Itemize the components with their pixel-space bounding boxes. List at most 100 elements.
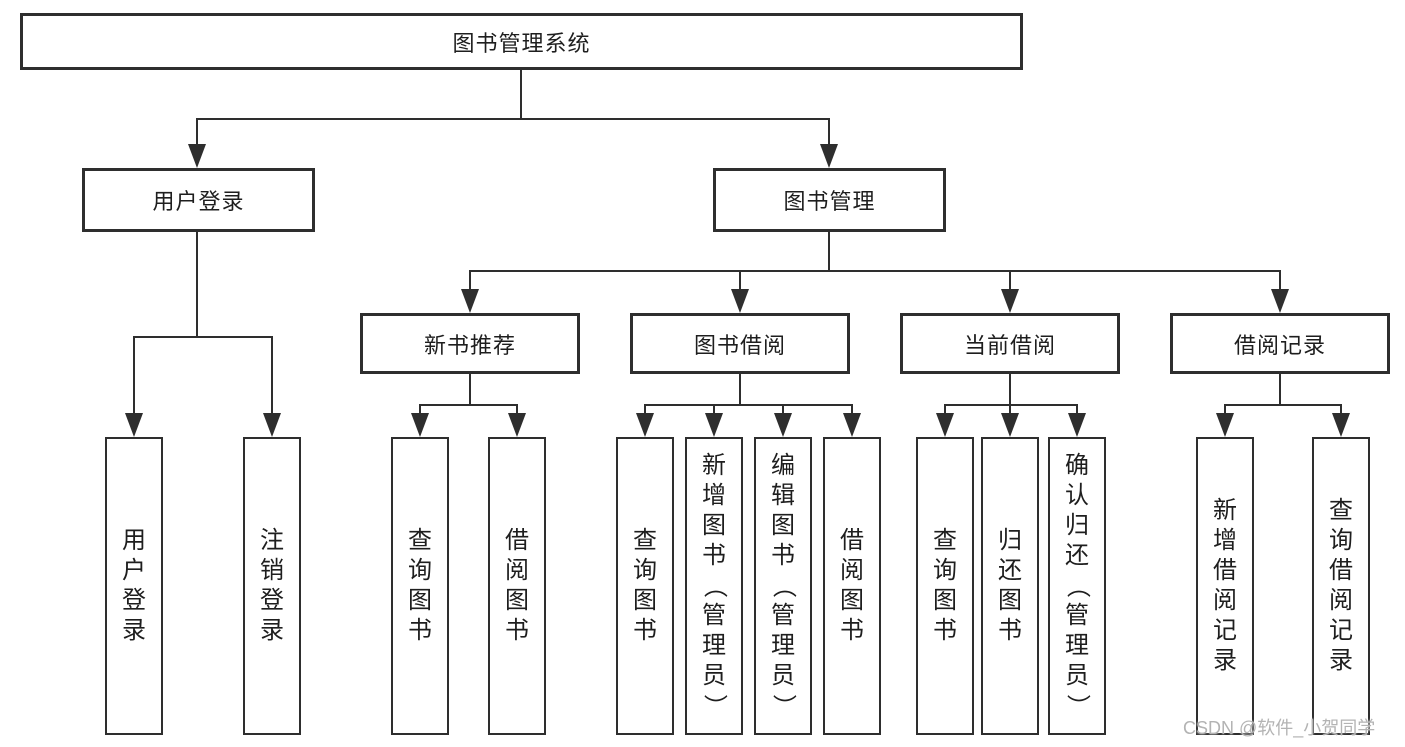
node-current-borrow-label: 当前借阅 <box>963 332 1056 358</box>
connector-line <box>520 69 522 120</box>
node-v-user-login: 用户登录 <box>105 437 163 735</box>
node-current-borrow: 当前借阅 <box>900 313 1120 374</box>
vertical-label-char: 书 <box>505 617 529 644</box>
vertical-label-char: 查 <box>408 527 432 554</box>
connector-line <box>739 270 741 292</box>
vertical-label-char: ） <box>1064 694 1091 718</box>
vertical-label-char: 记 <box>1213 617 1237 644</box>
vertical-label-char: 书 <box>633 617 657 644</box>
arrow-down-icon <box>731 289 749 313</box>
connector-line <box>944 404 946 416</box>
connector-line <box>469 270 1281 272</box>
vertical-label-char: 录 <box>1329 647 1353 674</box>
vertical-label-char: 销 <box>260 557 284 584</box>
vertical-label-char: 管 <box>702 602 726 629</box>
connector-line <box>516 404 518 416</box>
vertical-label-char: 书 <box>933 617 957 644</box>
connector-line <box>1009 404 1011 416</box>
node-user-login-label: 用户登录 <box>152 189 245 214</box>
node-v-edit-book: 编辑图书（管理员） <box>754 437 812 735</box>
connector-line <box>419 404 518 406</box>
arrow-down-icon <box>936 413 954 437</box>
vertical-label-char: 阅 <box>1329 587 1353 614</box>
arrow-down-icon <box>263 413 281 437</box>
connector-line <box>271 336 273 416</box>
vertical-label-char: ） <box>701 694 728 718</box>
vertical-label-char: 编 <box>771 452 795 479</box>
connector-line <box>944 404 1078 406</box>
arrow-down-icon <box>461 289 479 313</box>
node-v-confirm-return: 确认归还 （ 管理员 ） <box>1048 437 1106 735</box>
node-v-query-borrow-record: 查询借阅记录 <box>1312 437 1370 735</box>
node-v-query-book-borrow: 查询图书 <box>616 437 674 735</box>
vertical-label-char: 阅 <box>840 557 864 584</box>
vertical-label-char: 还 <box>998 557 1022 584</box>
vertical-label-char: 图 <box>505 587 529 614</box>
arrow-down-icon <box>705 413 723 437</box>
vertical-label-char: 员 <box>1065 662 1089 689</box>
vertical-label-char: 认 <box>1065 482 1089 509</box>
vertical-label-char: 借 <box>505 527 529 554</box>
connector-line <box>196 231 198 338</box>
connector-line <box>713 404 715 416</box>
node-v-add-borrow-record: 新增借阅记录 <box>1196 437 1254 735</box>
vertical-label-char: （ <box>701 574 728 598</box>
vertical-label-char: 用 <box>122 527 146 554</box>
arrow-down-icon <box>774 413 792 437</box>
vertical-label-char: 理 <box>702 632 726 659</box>
node-new-book-rec: 新书推荐 <box>360 313 580 374</box>
node-root-label: 图书管理系统 <box>452 30 591 56</box>
vertical-label-char: 询 <box>1329 527 1353 554</box>
connector-line <box>782 404 784 416</box>
vertical-label-char: 员 <box>702 662 726 689</box>
vertical-label-char: 阅 <box>1213 587 1237 614</box>
node-book-mgmt-label: 图书管理 <box>783 189 876 214</box>
vertical-label-char: 记 <box>1329 617 1353 644</box>
vertical-label-char: （ <box>1064 574 1091 598</box>
vertical-label-char: 理 <box>1065 632 1089 659</box>
csdn-watermark: CSDN @软件_小贺同学 <box>1183 718 1376 738</box>
arrow-down-icon <box>843 413 861 437</box>
connector-line <box>1279 373 1281 406</box>
vertical-label-char: 图 <box>933 587 957 614</box>
arrow-down-icon <box>508 413 526 437</box>
vertical-label-char: 归 <box>1065 512 1089 539</box>
vertical-label-char: 增 <box>702 482 726 509</box>
vertical-label-char: 归 <box>998 527 1022 554</box>
node-new-book-rec-label: 新书推荐 <box>423 332 516 358</box>
vertical-label-char: 借 <box>840 527 864 554</box>
arrow-down-icon <box>411 413 429 437</box>
connector-line <box>133 336 273 338</box>
connector-line <box>1076 404 1078 416</box>
vertical-label-char: 还 <box>1065 542 1089 569</box>
arrow-down-icon <box>1001 413 1019 437</box>
vertical-label-char: 录 <box>260 617 284 644</box>
connector-line <box>1009 373 1011 406</box>
connector-line <box>1224 404 1342 406</box>
vertical-label-char: 确 <box>1065 452 1089 479</box>
connector-line <box>1009 270 1011 292</box>
vertical-label-char: 管 <box>1065 602 1089 629</box>
connector-line <box>644 404 853 406</box>
vertical-label-char: 查 <box>1329 497 1353 524</box>
vertical-label-char: 查 <box>633 527 657 554</box>
vertical-label-char: 借 <box>1329 557 1353 584</box>
vertical-label-char: 登 <box>122 587 146 614</box>
vertical-label-char: 借 <box>1213 557 1237 584</box>
vertical-label-char: 辑 <box>771 482 795 509</box>
connector-line <box>469 373 471 406</box>
connector-line <box>828 118 830 148</box>
vertical-label-char: （ <box>770 574 797 598</box>
vertical-label-char: 书 <box>408 617 432 644</box>
connector-line <box>196 118 830 120</box>
arrow-down-icon <box>1068 413 1086 437</box>
node-v-query-book-rec: 查询图书 <box>391 437 449 735</box>
node-book-borrow: 图书借阅 <box>630 313 850 374</box>
arrow-down-icon <box>1216 413 1234 437</box>
connector-line <box>133 336 135 416</box>
arrow-down-icon <box>820 144 838 168</box>
vertical-label-char: 图 <box>633 587 657 614</box>
vertical-label-char: 书 <box>840 617 864 644</box>
node-v-borrow-book-rec: 借阅图书 <box>488 437 546 735</box>
